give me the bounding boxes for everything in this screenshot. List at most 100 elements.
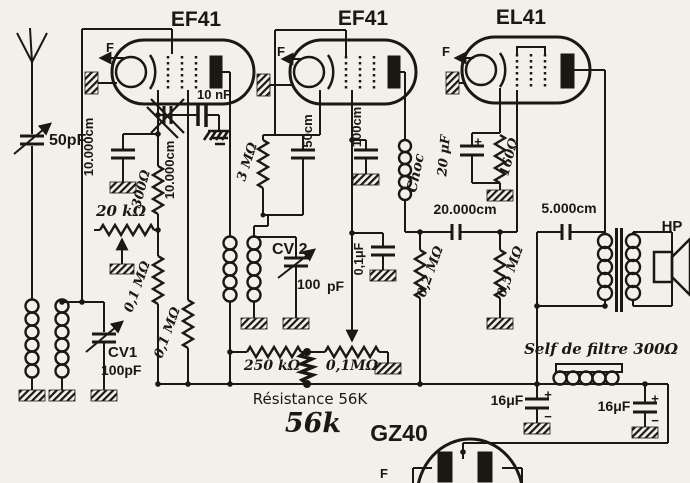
tube-v2-ef41 bbox=[280, 38, 418, 106]
anode-icon bbox=[477, 451, 493, 483]
tube-v4-label: GZ40 bbox=[370, 420, 428, 446]
speaker-icon bbox=[652, 237, 690, 297]
anode-choke-icon bbox=[397, 138, 413, 202]
resistor-05m-icon bbox=[492, 248, 508, 300]
tube-v4-gz40 bbox=[417, 437, 523, 483]
anode-icon bbox=[387, 55, 401, 89]
schematic-labels: EF41 EF41 EL41 GZ40 F F F F 50pF 10.000c… bbox=[49, 6, 682, 481]
cap-100cm-icon bbox=[354, 148, 378, 160]
chassis-pad-icon bbox=[445, 71, 460, 95]
cap-10000cm-icon bbox=[111, 148, 135, 160]
tube-v2-label: EF41 bbox=[338, 7, 389, 30]
ground-icon bbox=[631, 426, 659, 439]
tone-cap-label: 5.000cm bbox=[541, 200, 596, 216]
ground-icon bbox=[352, 173, 380, 186]
resistor-02m-icon bbox=[412, 248, 428, 300]
coils bbox=[24, 138, 642, 386]
filament-label-v3: F bbox=[442, 44, 450, 59]
grids-icon bbox=[515, 54, 547, 88]
ground-icon bbox=[109, 263, 135, 275]
interstage-coil-icon bbox=[222, 235, 262, 303]
antenna-icon bbox=[16, 27, 48, 134]
ground-icon bbox=[90, 389, 118, 402]
antenna-coil-icon bbox=[24, 298, 70, 379]
cap-cv1-icon bbox=[92, 332, 116, 344]
resistor-250k-icon bbox=[245, 344, 303, 360]
filament-label-v2: F bbox=[277, 44, 285, 59]
load-resistor-label: 0,2 MΩ bbox=[415, 244, 447, 299]
af-cap-label: 0,1μF bbox=[352, 242, 366, 275]
plus-sign-16uf-2: + bbox=[651, 391, 659, 406]
cv1-value-label: 100pF bbox=[101, 362, 142, 378]
filament-label-v4: F bbox=[380, 466, 388, 481]
heater-icon bbox=[114, 55, 148, 89]
output-transformer-icon bbox=[596, 228, 642, 312]
cathode2-cap-label: 100cm bbox=[349, 107, 364, 147]
grids-icon bbox=[166, 56, 198, 90]
antenna-cap-label: 50pF bbox=[49, 132, 87, 149]
hand-ground-icon bbox=[202, 129, 231, 146]
resistor-160ohm-icon bbox=[492, 133, 508, 185]
detector-cap-old-label: 10.000cm bbox=[162, 141, 177, 200]
cv2-label: CV 2 bbox=[272, 241, 308, 258]
plus-sign-16uf-1: + bbox=[544, 387, 552, 402]
coupling-cap-label: 20.000cm bbox=[433, 201, 496, 217]
tube-v1-label: EF41 bbox=[171, 8, 222, 31]
cap-16uf-2-icon bbox=[633, 401, 657, 414]
ground-icon bbox=[486, 317, 514, 330]
agc-resistor2-label: 0,1 MΩ bbox=[152, 305, 184, 360]
filter-choke-icon bbox=[552, 363, 623, 386]
cross-out-scribble-icon bbox=[146, 98, 185, 139]
resistor-01m-1-icon bbox=[150, 254, 166, 306]
chassis-pad-icon bbox=[84, 71, 99, 95]
gridleak-resistor-label: 0,5 MΩ bbox=[495, 244, 527, 299]
cap-50pf-icon bbox=[20, 134, 44, 146]
capacitors bbox=[13, 98, 657, 414]
chassis-pad-icon bbox=[256, 73, 271, 97]
handwritten-56k-label: 56k bbox=[285, 408, 341, 439]
filter-cap2-label: 16μF bbox=[598, 398, 631, 414]
cv2-unit-label: pF bbox=[327, 278, 345, 294]
cap-10nf-hand-icon bbox=[196, 103, 208, 127]
minus-sign-16uf-1: − bbox=[544, 409, 552, 424]
cap-5000cm-icon bbox=[560, 224, 572, 240]
resistors bbox=[98, 133, 508, 386]
anode-icon bbox=[209, 55, 223, 89]
ground-icon bbox=[486, 189, 514, 202]
wires bbox=[16, 27, 673, 483]
detector-cap-new-label: 10 nF bbox=[197, 87, 231, 102]
tube-v3-el41 bbox=[453, 35, 592, 105]
ground-icon bbox=[282, 317, 310, 330]
cathode-icon bbox=[148, 54, 157, 90]
grids-icon bbox=[344, 56, 376, 90]
cap-01uf-icon bbox=[371, 245, 395, 257]
ground-icon bbox=[18, 389, 46, 402]
tube-v3-label: EL41 bbox=[496, 6, 547, 29]
ground-icon bbox=[240, 317, 268, 330]
junction-dots bbox=[59, 112, 648, 455]
cap-20000cm-icon bbox=[450, 224, 462, 240]
ground-symbols bbox=[18, 71, 659, 439]
cathode3-cap-label: 20 μF bbox=[435, 134, 454, 178]
resistance-note-label: Résistance 56K bbox=[253, 390, 369, 408]
resistor-300ohm-icon bbox=[150, 164, 166, 216]
filter-cap1-label: 16μF bbox=[491, 392, 524, 408]
anode-choke-label: Choc bbox=[404, 152, 428, 194]
screen-cap-label: 10.000cm bbox=[81, 118, 96, 177]
tube-v1-ef41 bbox=[98, 38, 256, 106]
resistor-01m-horiz-icon bbox=[323, 344, 381, 360]
cv2-arrow-icon bbox=[277, 248, 317, 279]
cv2-value-label: 100 bbox=[297, 276, 321, 292]
cathode3-resistor-label: 160Ω bbox=[497, 136, 522, 178]
ground-icon bbox=[109, 181, 137, 194]
heater-icon bbox=[464, 53, 498, 87]
cap-20uf-icon bbox=[460, 144, 484, 157]
cv1-arrow-icon bbox=[85, 320, 124, 353]
anode-icon bbox=[560, 53, 575, 89]
cv1-label: CV1 bbox=[108, 344, 137, 361]
volume-pot-label: 20 kΩ bbox=[95, 202, 146, 220]
speaker-label: HP bbox=[662, 218, 683, 235]
heater-icon bbox=[292, 55, 326, 89]
